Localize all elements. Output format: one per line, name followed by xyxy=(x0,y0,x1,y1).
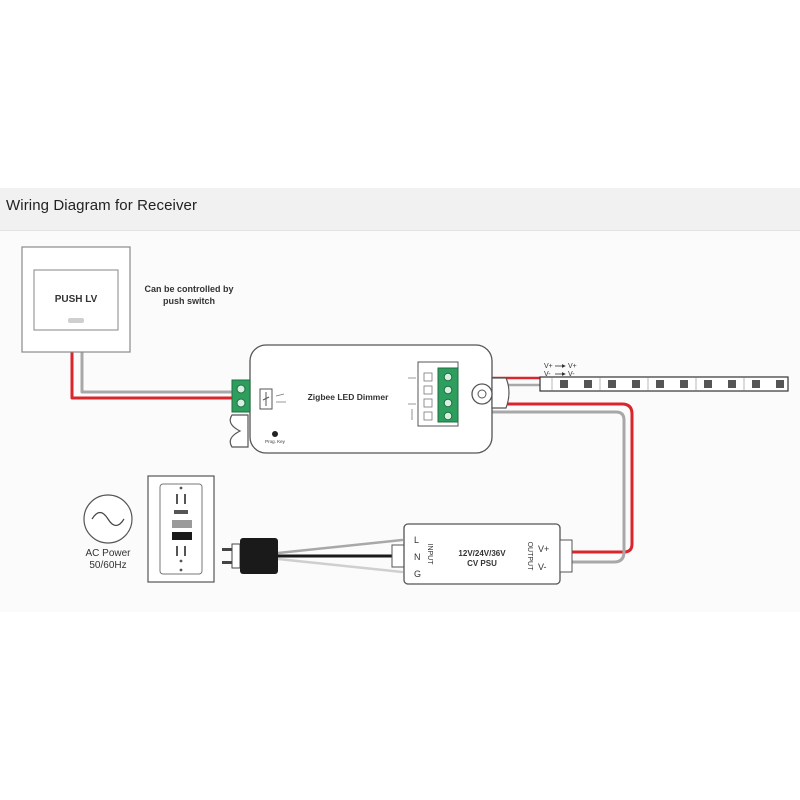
push-switch: PUSH LV xyxy=(21,246,131,353)
wire-psu-gray xyxy=(456,410,626,564)
wire-plug-gray2 xyxy=(276,557,404,574)
power-plug xyxy=(222,538,278,574)
prog-key-button xyxy=(272,431,278,437)
wall-outlet xyxy=(147,475,215,583)
wire-switch-red xyxy=(70,350,234,400)
diagram-title: Wiring Diagram for Receiver xyxy=(6,197,198,214)
cv-psu: L N G INPUT 12V/24V/36V CV PSU OUTPUT V+… xyxy=(391,523,573,585)
psu-output-label: OUTPUT xyxy=(526,542,533,572)
zigbee-dimmer: Zigbee LED Dimmer Prog. Key xyxy=(229,344,510,454)
psu-type-label: CV PSU xyxy=(467,559,497,568)
terminal-block-switch xyxy=(231,379,251,413)
outlet-reset-button xyxy=(172,532,192,540)
led-strip xyxy=(539,376,789,392)
strip-vplus-in: V+ xyxy=(544,363,553,370)
psu-terminal-g: G xyxy=(414,569,421,579)
mounting-lug-right xyxy=(491,377,510,409)
dimmer-label: Zigbee LED Dimmer xyxy=(308,392,389,402)
wire-plug-gray1 xyxy=(276,538,404,555)
mounting-lug-left xyxy=(229,414,249,448)
ac-power-label-2: 50/60Hz xyxy=(89,560,126,571)
title-bar xyxy=(0,188,800,231)
wire-switch-gray xyxy=(80,350,234,394)
psu-terminal-vminus: V- xyxy=(538,562,547,572)
plug-prong-top xyxy=(222,548,234,551)
psu-terminal-l: L xyxy=(414,535,419,545)
psu-terminal-n: N xyxy=(414,552,421,562)
wire-psu-red xyxy=(456,402,634,554)
plug-prong-bottom xyxy=(222,561,234,564)
ac-power-symbol xyxy=(83,494,133,544)
psu-terminal-vplus: V+ xyxy=(538,544,549,554)
strip-vminus-out: V- xyxy=(568,371,575,378)
push-switch-label: PUSH LV xyxy=(55,294,98,305)
psu-input-label: INPUT xyxy=(426,544,433,566)
led-chips xyxy=(560,380,784,388)
prog-key-label: Prog. Key xyxy=(265,439,286,444)
psu-voltage-label: 12V/24V/36V xyxy=(458,549,506,558)
terminal-block-output xyxy=(437,367,459,423)
outlet-test-button xyxy=(172,520,192,528)
push-switch-caption-1: Can be controlled by xyxy=(144,284,233,294)
strip-vplus-out: V+ xyxy=(568,363,577,370)
strip-vminus-in: V- xyxy=(544,371,551,378)
switch-indicator xyxy=(68,318,84,323)
push-switch-caption-2: push switch xyxy=(163,296,215,306)
ac-power-label-1: AC Power xyxy=(85,548,131,559)
